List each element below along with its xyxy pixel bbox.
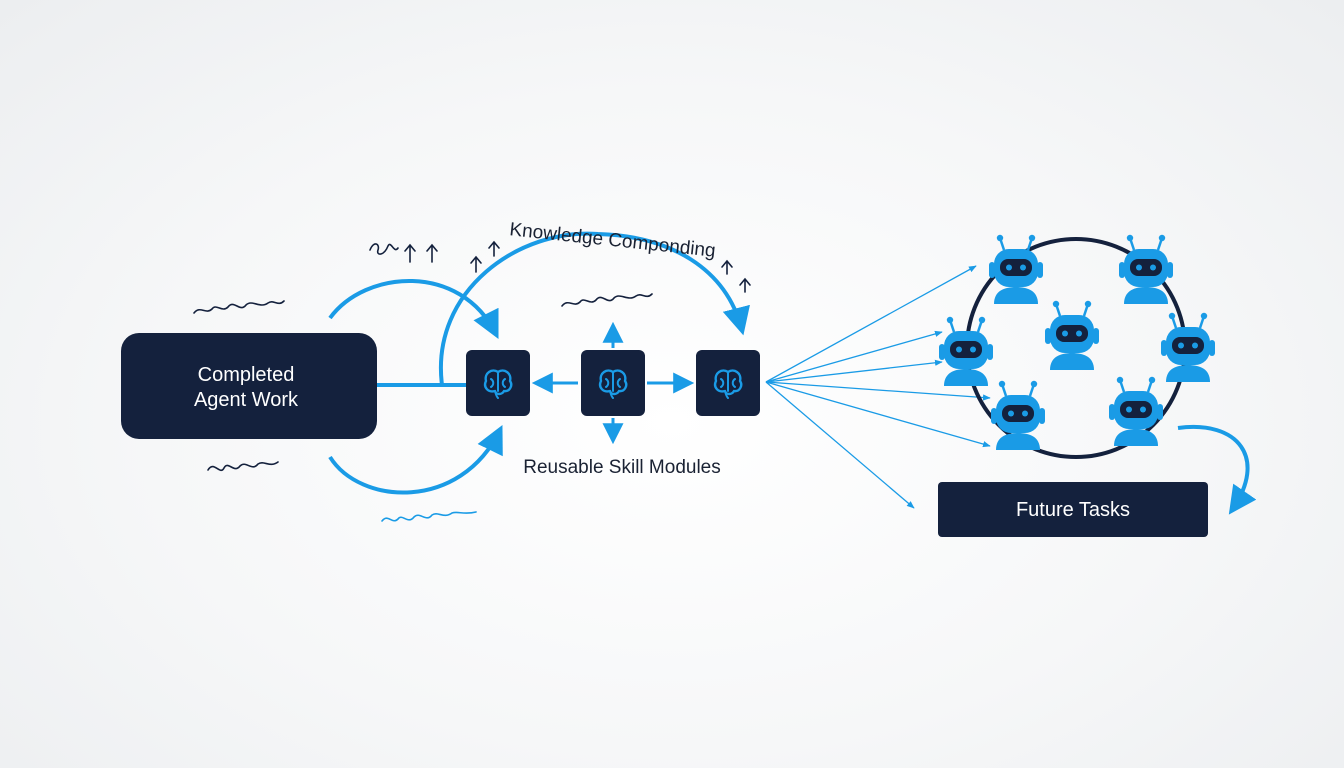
upper-loop-arrow: [328, 279, 499, 340]
source-box-line1: Completed: [198, 364, 295, 386]
skill-module-1: [466, 350, 530, 416]
robot-head-icon: [1117, 233, 1175, 306]
robot-head-icon: [1107, 375, 1165, 448]
lower-loop-arrow: [328, 424, 503, 495]
robot-head-icon: [1043, 299, 1101, 372]
future-tasks-label: Future Tasks: [1016, 499, 1130, 521]
skill-module-2: [581, 350, 645, 416]
robot-head-icon: [1159, 311, 1217, 384]
completed-agent-work-box: Completed Agent Work: [121, 333, 377, 439]
skill-module-3: [696, 350, 760, 416]
small-up-arrows-decoration: [404, 240, 751, 293]
arc-label: Knowledge Componding: [509, 219, 717, 262]
circle-to-tasks-arrow: [1177, 424, 1257, 515]
knowledge-compounding-arc: [438, 231, 750, 386]
source-box-line2: Agent Work: [194, 389, 299, 411]
robot-head-icon: [937, 315, 995, 388]
modules-label: Reusable Skill Modules: [523, 457, 721, 478]
scribble-decoration: [193, 243, 653, 522]
robot-cluster: [937, 233, 1217, 452]
future-tasks-box: Future Tasks: [938, 482, 1208, 537]
robot-head-icon: [989, 379, 1047, 452]
fan-out-arrows: [765, 265, 991, 509]
